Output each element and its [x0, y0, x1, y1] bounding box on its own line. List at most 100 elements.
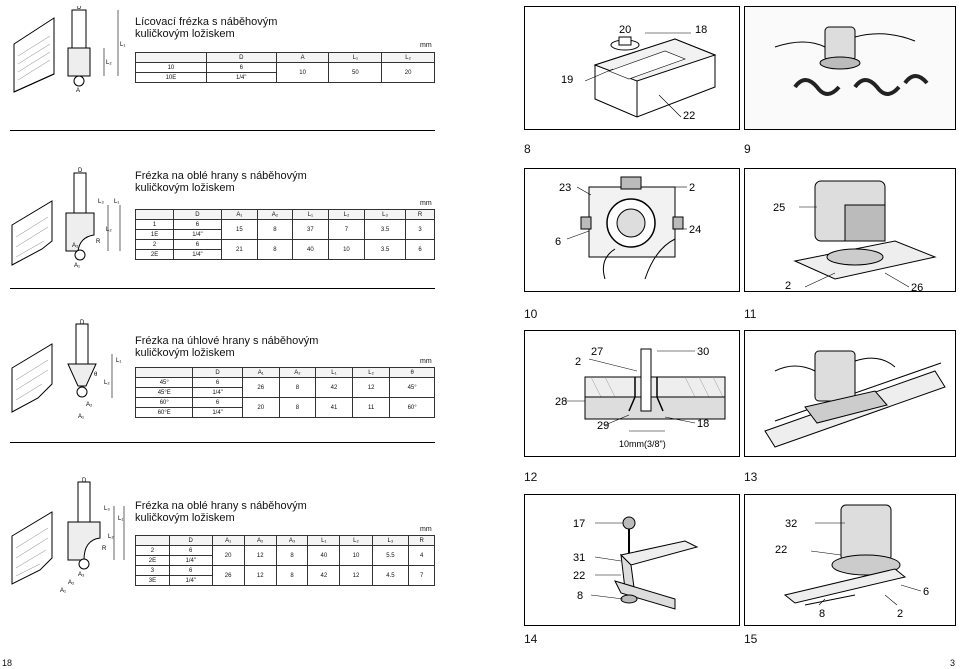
table-row: 10 6 10 50 20	[135, 62, 435, 83]
svg-text:D: D	[82, 478, 87, 484]
callout: 22	[775, 544, 787, 556]
section-title: Frézka na oblé hrany s náběhovým kuličko…	[135, 170, 307, 194]
dim-label: A	[76, 88, 80, 94]
callout: 8	[577, 590, 583, 602]
figure-8-template-guide: 20 18 19 22	[524, 6, 740, 130]
bit-drawing-round-over: D L₃ L₁ L₂ R A₂ A₁	[11, 168, 121, 269]
callout: 29	[597, 420, 609, 432]
table-header: L₁	[328, 52, 383, 63]
svg-text:A₂: A₂	[86, 402, 93, 408]
figure-caption: 10	[524, 307, 538, 321]
callout: 32	[785, 518, 797, 530]
figure-12-template-guide-section: 2 27 30 28 29 18 10mm(3/8")	[524, 330, 740, 457]
callout: 30	[697, 346, 709, 358]
table-header: A	[275, 52, 330, 63]
callout: 17	[573, 518, 585, 530]
table-row: 10E 1/4"	[135, 72, 435, 83]
svg-text:D: D	[78, 168, 83, 174]
svg-text:R: R	[102, 546, 107, 552]
divider	[10, 130, 435, 131]
figure-caption: 13	[744, 470, 758, 484]
figure-caption: 15	[744, 632, 758, 646]
figure-caption: 8	[524, 142, 531, 156]
figure-13-straight-guide-cutting	[744, 330, 956, 457]
section-title: Frézka na oblé hrany s náběhovým kuličko…	[135, 500, 307, 524]
svg-text:L₂: L₂	[108, 534, 114, 540]
section-title: Lícovací frézka s náběhovým kuličkovým l…	[135, 16, 278, 40]
callout: 24	[689, 224, 701, 236]
svg-text:A₁: A₁	[74, 263, 80, 269]
page-number-right: 3	[950, 658, 956, 668]
callout: 20	[619, 24, 631, 36]
dim-label: L₁	[120, 42, 125, 48]
table-header	[135, 52, 207, 63]
svg-text:L₁: L₁	[114, 199, 119, 205]
callout: 19	[561, 74, 573, 86]
unit-label: mm	[420, 42, 432, 49]
callout: 2	[575, 356, 581, 368]
svg-text:A₂: A₂	[72, 243, 79, 249]
callout: 22	[683, 110, 695, 122]
unit-label: mm	[420, 526, 432, 533]
svg-text:A₂: A₂	[68, 580, 75, 586]
svg-text:L₃: L₃	[104, 506, 110, 512]
figure-9-router-template-cutting	[744, 6, 956, 130]
callout: 8	[819, 608, 825, 620]
svg-text:L₂: L₂	[106, 227, 112, 233]
divider	[10, 288, 435, 289]
callout: 28	[555, 396, 567, 408]
unit-label: mm	[420, 358, 432, 365]
unit-label: mm	[420, 200, 432, 207]
callout: 18	[695, 24, 707, 36]
figure-caption: 11	[744, 307, 757, 321]
callout: 2	[689, 182, 695, 194]
callout: 27	[591, 346, 603, 358]
svg-text:A₃: A₃	[78, 572, 85, 578]
page-number-left: 18	[2, 658, 13, 668]
svg-text:R: R	[96, 239, 101, 245]
section-title: Frézka na úhlové hrany s náběhovým kulič…	[135, 335, 319, 359]
dim-label: L₂	[106, 60, 112, 66]
divider	[10, 442, 435, 443]
svg-text:θ: θ	[94, 372, 98, 378]
callout: 22	[573, 570, 585, 582]
svg-text:A₁: A₁	[78, 414, 84, 420]
spec-table: D A L₁ L₂ 10 6 10 50 20 10E 1/4"	[135, 52, 435, 83]
figure-15-trimmer-with-guide: 32 22 6 8 2	[744, 494, 956, 626]
svg-text:L₁: L₁	[118, 516, 123, 522]
figure-11-trimmer-base: 25 2 26	[744, 168, 956, 292]
svg-text:L₃: L₃	[98, 199, 104, 205]
svg-text:L₁: L₁	[116, 358, 121, 364]
callout: 31	[573, 552, 585, 564]
figure-caption: 9	[744, 142, 751, 156]
callout: 6	[923, 586, 929, 598]
callout: 6	[555, 236, 561, 248]
figure-10-trimmer-guide-adjustment: 23 2 6 24	[524, 168, 740, 292]
bit-drawing-chamfer: D L₁ θ L₂ A₂ A₁	[11, 320, 121, 420]
table-header: L₂	[381, 52, 435, 63]
callout: 2	[897, 608, 903, 620]
callout: 18	[697, 418, 709, 430]
bit-drawing-flush-trim: D L₁ L₂ A	[13, 6, 125, 94]
svg-text:L₂: L₂	[104, 380, 110, 386]
dim-label: D	[77, 6, 82, 11]
table-header: D	[205, 52, 277, 63]
callout: 26	[911, 282, 923, 292]
callout: 2	[785, 280, 791, 292]
callout: 25	[773, 202, 785, 214]
figure-caption: 12	[524, 470, 538, 484]
callout: 23	[559, 182, 571, 194]
svg-text:D: D	[80, 320, 85, 326]
